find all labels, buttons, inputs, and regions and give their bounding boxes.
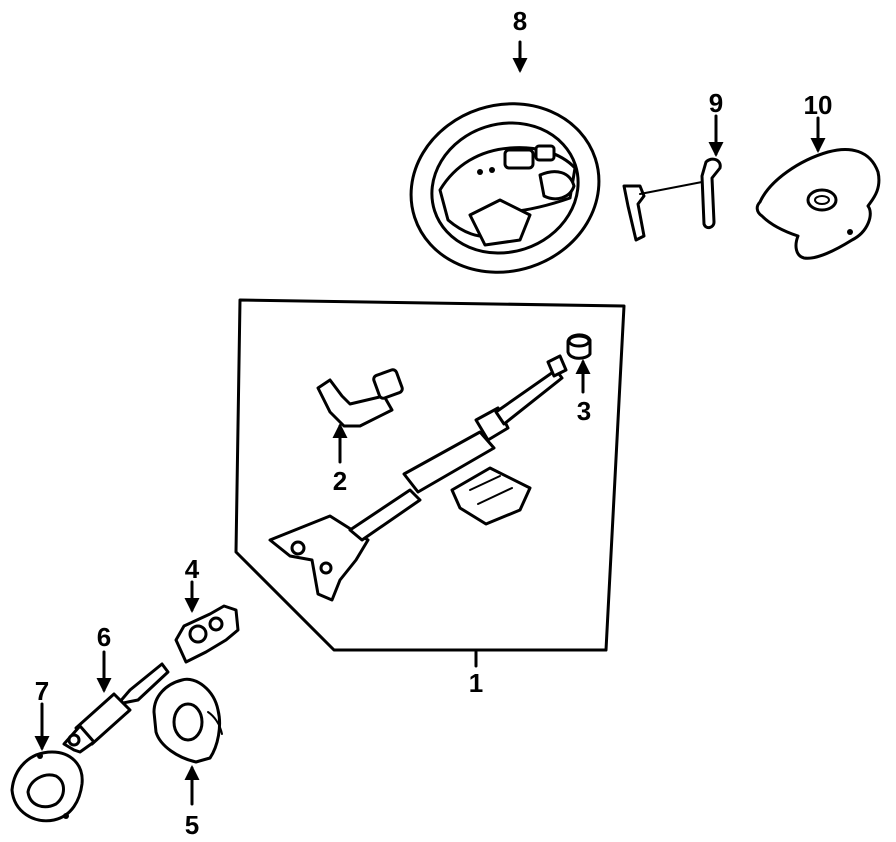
callout-label-4: 4 (185, 554, 200, 584)
airbag-module-part (755, 148, 881, 260)
horn-contact-part (622, 157, 722, 242)
callout-label-8: 8 (513, 6, 527, 36)
leader-lines (34, 40, 826, 806)
callout-label-5: 5 (185, 810, 199, 840)
steering-column-part (268, 354, 568, 602)
intermediate-shaft-part (62, 662, 170, 754)
lever-part (316, 368, 404, 428)
callout-label-6: 6 (97, 622, 111, 652)
callout-label-9: 9 (709, 88, 723, 118)
callout-label-2: 2 (333, 466, 347, 496)
plate-part (152, 677, 223, 764)
callout-label-3: 3 (577, 396, 591, 426)
cap-part (566, 333, 592, 360)
callout-label-7: 7 (35, 676, 49, 706)
callout-label-10: 10 (804, 90, 833, 120)
callout-label-1: 1 (469, 668, 483, 698)
assembly-outline (234, 298, 626, 652)
boot-cover-part (10, 750, 84, 823)
steering-wheel-part (409, 102, 601, 274)
universal-joint-part (174, 604, 240, 664)
